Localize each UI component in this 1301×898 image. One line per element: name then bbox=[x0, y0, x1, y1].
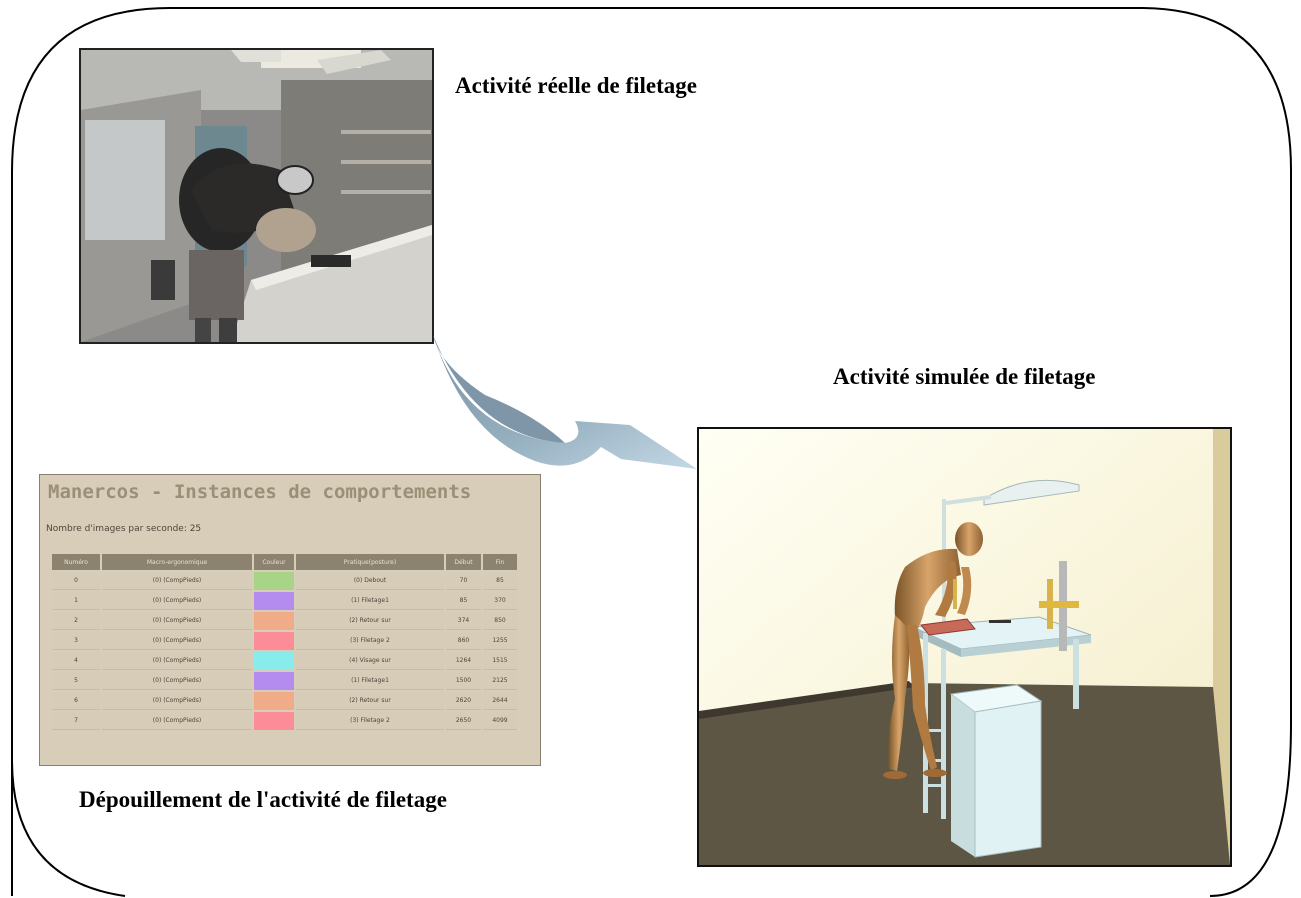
cell-number: 3 bbox=[52, 632, 100, 650]
cell-number: 2 bbox=[52, 612, 100, 630]
column-header: Pratique(posture) bbox=[296, 554, 444, 570]
cell-number: 0 bbox=[52, 572, 100, 590]
cell-start: 1500 bbox=[446, 672, 481, 690]
color-swatch bbox=[254, 672, 294, 690]
cell-start: 1264 bbox=[446, 652, 481, 670]
cell-end: 850 bbox=[483, 612, 517, 630]
cell-macro: (0) (CompPieds) bbox=[102, 572, 252, 590]
cell-number: 1 bbox=[52, 592, 100, 610]
column-header: Début bbox=[446, 554, 481, 570]
cell-end: 4099 bbox=[483, 712, 517, 730]
real-activity-photo bbox=[79, 48, 434, 344]
cell-macro: (0) (CompPieds) bbox=[102, 612, 252, 630]
column-header: Macro-ergonomique bbox=[102, 554, 252, 570]
analysis-caption: Dépouillement de l'activité de filetage bbox=[79, 787, 447, 812]
cell-start: 2620 bbox=[446, 692, 481, 710]
cell-posture: (1) Filetage1 bbox=[296, 672, 444, 690]
cell-macro: (0) (CompPieds) bbox=[102, 712, 252, 730]
column-header: Fin bbox=[483, 554, 517, 570]
cell-number: 6 bbox=[52, 692, 100, 710]
color-swatch bbox=[254, 612, 294, 630]
cell-posture: (2) Retour sur bbox=[296, 612, 444, 630]
cell-start: 374 bbox=[446, 612, 481, 630]
color-swatch bbox=[254, 652, 294, 670]
cell-end: 1255 bbox=[483, 632, 517, 650]
cell-start: 85 bbox=[446, 592, 481, 610]
cell-macro: (0) (CompPieds) bbox=[102, 692, 252, 710]
behavior-instances-panel: Manercos - Instances de comportements No… bbox=[39, 474, 541, 766]
table-header-row: Numéro Macro-ergonomique Couleur Pratiqu… bbox=[52, 554, 517, 570]
cell-end: 85 bbox=[483, 572, 517, 590]
cell-end: 370 bbox=[483, 592, 517, 610]
cell-posture: (3) Filetage 2 bbox=[296, 632, 444, 650]
cell-end: 2644 bbox=[483, 692, 517, 710]
cell-posture: (1) Filetage1 bbox=[296, 592, 444, 610]
color-swatch bbox=[254, 572, 294, 590]
workshop-photo-illustration bbox=[81, 50, 432, 342]
table-title: Manercos - Instances de comportements bbox=[48, 481, 472, 503]
color-swatch bbox=[254, 632, 294, 650]
color-swatch bbox=[254, 592, 294, 610]
head-marker-icon bbox=[276, 165, 314, 195]
cell-start: 70 bbox=[446, 572, 481, 590]
curved-arrow-icon bbox=[433, 335, 697, 469]
cell-macro: (0) (CompPieds) bbox=[102, 632, 252, 650]
cell-posture: (0) Debout bbox=[296, 572, 444, 590]
color-swatch bbox=[254, 692, 294, 710]
cell-end: 1515 bbox=[483, 652, 517, 670]
real-activity-caption: Activité réelle de filetage bbox=[455, 73, 698, 98]
cell-macro: (0) (CompPieds) bbox=[102, 672, 252, 690]
cell-number: 7 bbox=[52, 712, 100, 730]
column-header: Numéro bbox=[52, 554, 100, 570]
color-swatch bbox=[254, 712, 294, 730]
simulated-activity-scene bbox=[697, 427, 1232, 867]
cell-macro: (0) (CompPieds) bbox=[102, 652, 252, 670]
cell-number: 5 bbox=[52, 672, 100, 690]
cell-start: 860 bbox=[446, 632, 481, 650]
cell-posture: (3) Filetage 2 bbox=[296, 712, 444, 730]
column-header: Couleur bbox=[254, 554, 294, 570]
cell-posture: (2) Retour sur bbox=[296, 692, 444, 710]
simulated-activity-caption: Activité simulée de filetage bbox=[833, 364, 1096, 389]
cell-end: 2125 bbox=[483, 672, 517, 690]
cell-start: 2650 bbox=[446, 712, 481, 730]
cell-posture: (4) Visage sur bbox=[296, 652, 444, 670]
mannequin-scene-illustration bbox=[699, 429, 1230, 865]
cell-macro: (0) (CompPieds) bbox=[102, 592, 252, 610]
cell-number: 4 bbox=[52, 652, 100, 670]
table-subtitle: Nombre d'images par seconde: 25 bbox=[46, 524, 202, 534]
behavior-table: Numéro Macro-ergonomique Couleur Pratiqu… bbox=[50, 552, 519, 732]
